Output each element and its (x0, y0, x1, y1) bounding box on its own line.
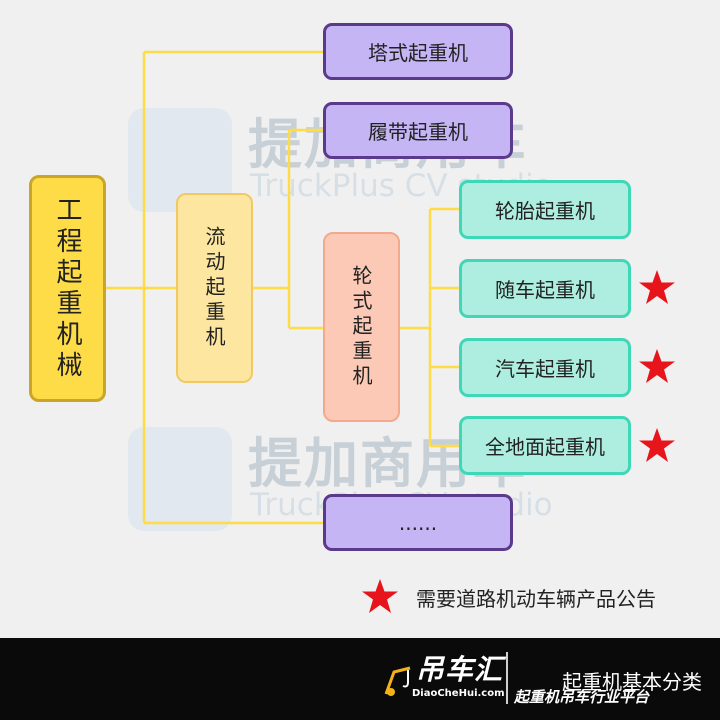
node-truck-crane: 汽车起重机 (459, 338, 631, 397)
node-more: ...... (323, 494, 513, 551)
node-label: 汽车起重机 (495, 357, 595, 381)
node-truck-mounted-crane: 随车起重机 (459, 259, 631, 318)
node-label: 全地面起重机 (485, 435, 605, 459)
node-engineering-crane-machinery: 工程起重机械 (29, 175, 106, 402)
footer-brand-logo: 吊车汇 DiaoCheHui.com (382, 648, 505, 708)
footer-brand-name: 吊车汇 (416, 653, 504, 686)
node-label: 轮式起重机 (349, 264, 373, 390)
node-label: 塔式起重机 (368, 41, 468, 65)
footer-divider (506, 652, 508, 704)
node-label: 履带起重机 (368, 120, 468, 144)
crane-hook-icon (384, 666, 411, 696)
node-label: 流动起重机 (202, 225, 226, 351)
footer-bar (0, 638, 720, 720)
footer-slogan: 起重机吊车行业平台 (514, 688, 650, 706)
legend-text: 需要道路机动车辆产品公告 (416, 587, 656, 611)
node-tire-crane: 轮胎起重机 (459, 180, 631, 239)
node-tower-crane: 塔式起重机 (323, 23, 513, 80)
node-label: 随车起重机 (495, 278, 595, 302)
node-crawler-crane: 履带起重机 (323, 102, 513, 159)
footer-brand-url: DiaoCheHui.com (412, 688, 505, 699)
node-wheeled-crane: 轮式起重机 (323, 232, 400, 422)
star-icon (639, 270, 675, 304)
node-all-terrain-crane: 全地面起重机 (459, 416, 631, 475)
node-label: ...... (398, 510, 438, 535)
star-icon (639, 428, 675, 462)
star-icon (639, 349, 675, 383)
footer-title: 起重机基本分类 (562, 670, 702, 694)
node-label: 工程起重机械 (52, 195, 82, 382)
node-mobile-crane: 流动起重机 (176, 193, 253, 383)
legend-star-icon (362, 579, 398, 613)
node-label: 轮胎起重机 (495, 199, 595, 223)
